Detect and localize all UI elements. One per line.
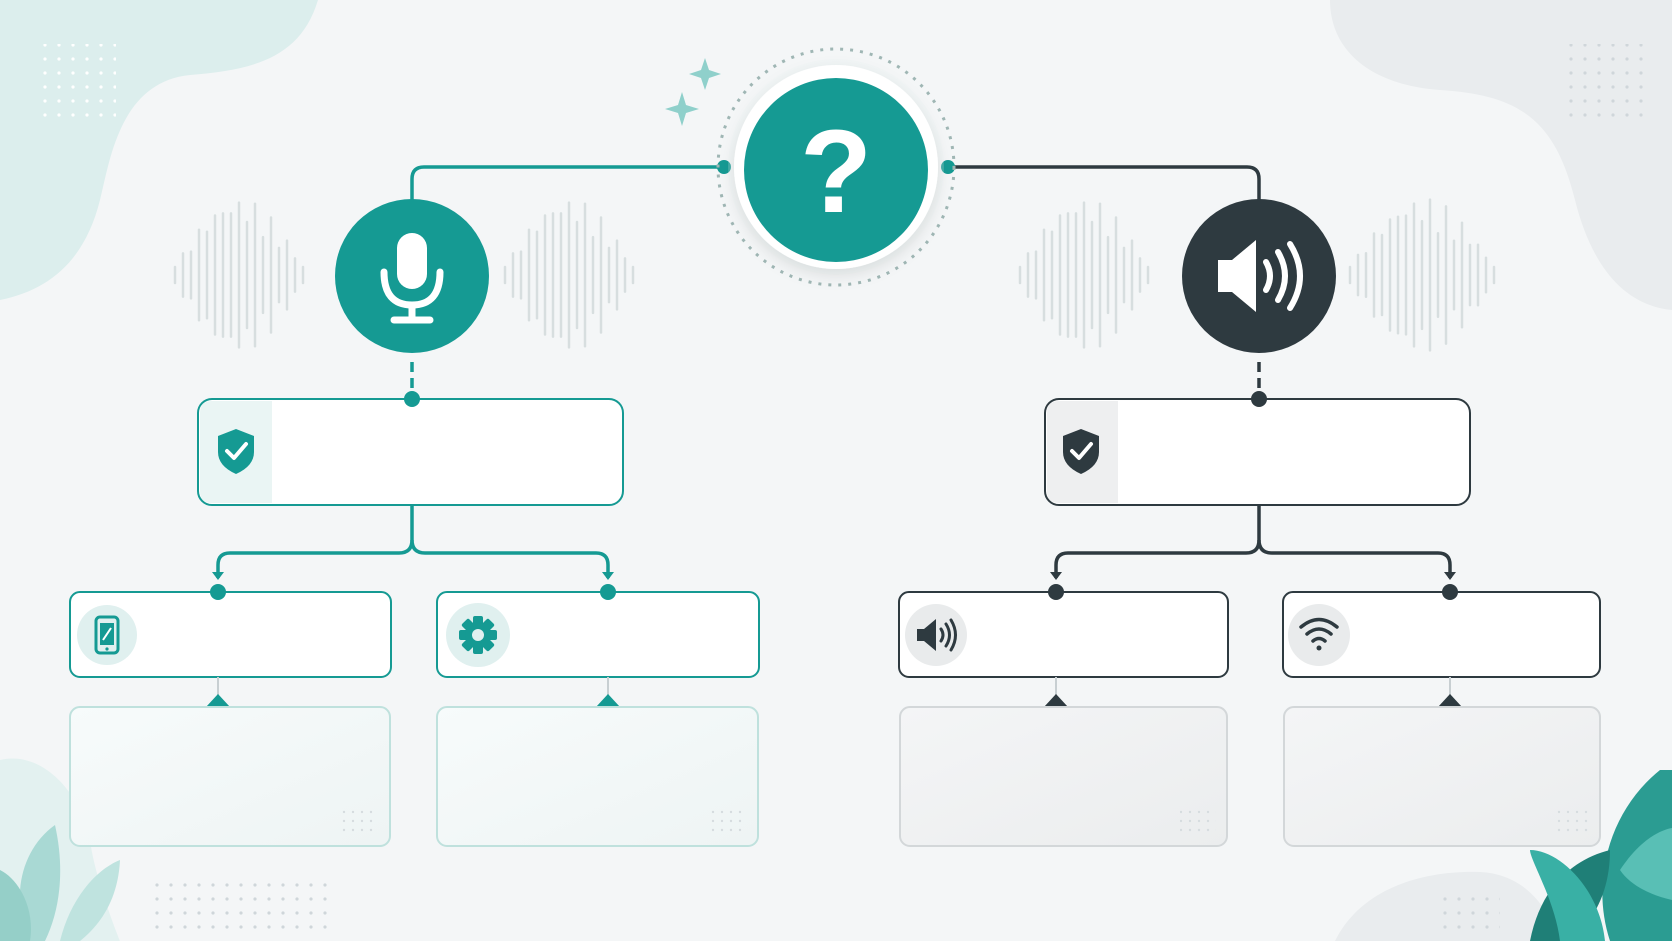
connector-dot: [1442, 584, 1458, 600]
microphone-icon: [380, 233, 444, 324]
connector-dot: [717, 160, 731, 174]
pointer-triangle: [596, 694, 620, 707]
top-right-dots: [1565, 44, 1645, 124]
connector-dot: [1048, 584, 1064, 600]
connector-to-speaker-child: [1054, 505, 1261, 578]
wifi-detail-panel: [1283, 706, 1601, 847]
gear-detail-panel: [436, 706, 759, 847]
branch-speaker: [898, 199, 1601, 847]
connector-dot: [1251, 391, 1267, 407]
connector-dot: [404, 391, 420, 407]
connector-to-wifi: [1257, 539, 1452, 578]
speaker-detail-panel: [899, 706, 1228, 847]
question-mark-icon: ?: [800, 106, 872, 238]
shield-check-icon: [1063, 429, 1099, 474]
bottom-left-dots: [145, 878, 335, 938]
arrow-head: [212, 572, 224, 580]
connector-dot: [210, 584, 226, 600]
gear-icon: [459, 616, 497, 654]
pointer-triangle: [1044, 694, 1068, 707]
sparkle-icon: [665, 92, 699, 126]
arrow-head: [602, 572, 614, 580]
sparkle-icon: [689, 58, 721, 90]
microphone-main-card[interactable]: [197, 398, 624, 506]
root-dashed-ring: [716, 47, 956, 287]
branch-microphone: [69, 199, 760, 847]
speaker-child-card[interactable]: [898, 591, 1229, 678]
bottom-right-dots: [1440, 893, 1500, 933]
root-question-node[interactable]: ?: [716, 47, 956, 287]
smartphone-card[interactable]: [69, 591, 392, 678]
plant-bottom-left: [0, 825, 120, 941]
plant-bottom-right: [1530, 770, 1672, 941]
arrow-head: [1444, 572, 1456, 580]
connector-to-smartphone: [216, 505, 414, 578]
smartphone-icon: [94, 615, 120, 655]
speaker-volume-icon: [1218, 240, 1303, 312]
root-circle: [744, 78, 928, 262]
speaker-volume-icon: [917, 618, 957, 652]
connector-to-gear: [410, 539, 610, 578]
wifi-icon: [1299, 617, 1339, 651]
pointer-triangle: [206, 694, 230, 707]
wifi-card[interactable]: [1282, 591, 1601, 678]
gear-card[interactable]: [436, 591, 760, 678]
connector-dot: [941, 160, 955, 174]
connector-dot: [600, 584, 616, 600]
shield-check-icon: [218, 429, 254, 474]
connector-root-to-speaker: [948, 165, 1261, 200]
smartphone-detail-panel: [69, 706, 391, 847]
speaker-node[interactable]: [1182, 199, 1336, 353]
speaker-main-card[interactable]: [1044, 398, 1471, 506]
arrow-head: [1050, 572, 1062, 580]
microphone-node[interactable]: [335, 199, 489, 353]
pointer-triangle: [1438, 694, 1462, 707]
connector-root-to-microphone: [410, 165, 724, 200]
top-left-dots: [36, 44, 116, 124]
sound-waveforms: [173, 198, 1496, 352]
